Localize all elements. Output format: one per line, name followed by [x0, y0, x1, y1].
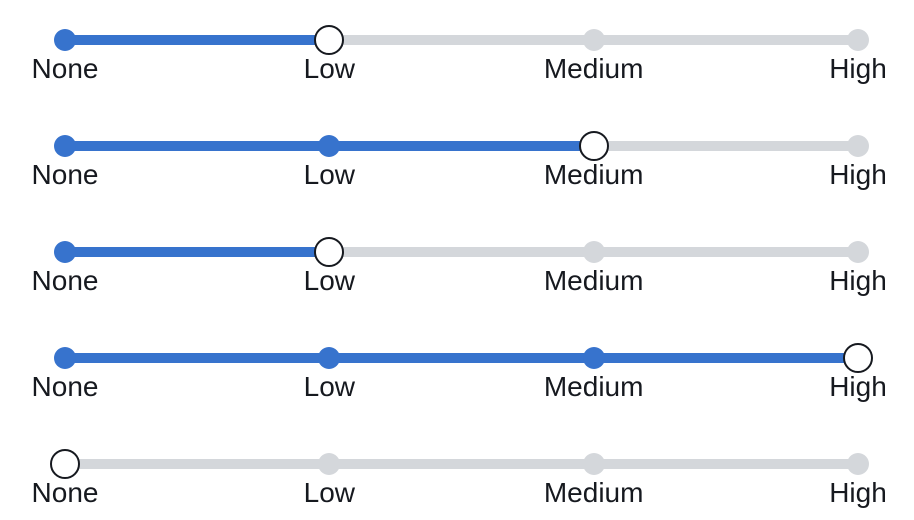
slider-label-high: High	[829, 371, 887, 402]
slider-label-low: Low	[303, 371, 356, 402]
slider-label-high: High	[829, 477, 887, 508]
slider-row-slider-5: None Low Medium High	[0, 424, 914, 520]
slider-handle[interactable]	[578, 131, 609, 161]
slider-label-medium: Medium	[543, 477, 644, 508]
slider-label-none: None	[31, 53, 99, 84]
slider-stop-dot-high[interactable]	[847, 29, 869, 51]
slider-row-slider-3: None Low Medium High	[0, 212, 914, 318]
slider-stop-dot-none[interactable]	[54, 347, 76, 369]
slider-label-none: None	[31, 159, 99, 190]
slider-stop-dot-none[interactable]	[54, 135, 76, 157]
slider-label-high: High	[829, 53, 887, 84]
slider-label-high: High	[829, 159, 887, 190]
slider-labels: None Low Medium High	[32, 477, 887, 513]
slider-stop-dot-low[interactable]	[318, 135, 341, 157]
slider-row-slider-1: None Low Medium High	[0, 0, 914, 106]
slider-label-none: None	[31, 371, 99, 402]
slider-handle[interactable]	[314, 237, 345, 267]
slider-stop-dot-medium[interactable]	[582, 29, 605, 51]
slider-handle[interactable]	[843, 343, 873, 373]
slider-label-high: High	[829, 265, 887, 296]
slider-track-fill	[60, 247, 330, 257]
slider-stop-dot-high[interactable]	[847, 453, 869, 475]
slider-handle[interactable]	[50, 449, 80, 479]
slider-track-background	[60, 35, 863, 45]
slider-stop-dot-medium[interactable]	[582, 241, 605, 263]
slider-label-low: Low	[303, 159, 356, 190]
slider-track-fill	[60, 353, 858, 363]
slider-stop-dot-none[interactable]	[54, 241, 76, 263]
slider-label-low: Low	[303, 265, 356, 296]
slider-row-slider-2: None Low Medium High	[0, 106, 914, 212]
slider-stop-dot-none[interactable]	[54, 29, 76, 51]
slider-stop-dot-high[interactable]	[847, 135, 869, 157]
slider-stop-dot-medium[interactable]	[582, 453, 605, 475]
slider-row-slider-4: None Low Medium High	[0, 318, 914, 424]
slider-labels: None Low Medium High	[32, 265, 887, 301]
slider-label-none: None	[31, 265, 99, 296]
slider-label-low: Low	[303, 477, 356, 508]
slider-stop-dot-low[interactable]	[318, 453, 341, 475]
slider-label-medium: Medium	[543, 159, 644, 190]
slider-handle[interactable]	[314, 25, 345, 55]
slider-track-background	[60, 247, 863, 257]
slider-stop-dot-medium[interactable]	[582, 347, 605, 369]
slider-stop-dot-low[interactable]	[318, 347, 341, 369]
slider-labels: None Low Medium High	[32, 53, 887, 89]
slider-track-background	[60, 459, 863, 469]
slider-label-medium: Medium	[543, 265, 644, 296]
slider-labels: None Low Medium High	[32, 159, 887, 195]
slider-label-none: None	[31, 477, 99, 508]
slider-stop-dot-high[interactable]	[847, 241, 869, 263]
slider-labels: None Low Medium High	[32, 371, 887, 407]
slider-label-low: Low	[303, 53, 356, 84]
slider-track-fill	[60, 35, 330, 45]
slider-label-medium: Medium	[543, 371, 644, 402]
slider-label-medium: Medium	[543, 53, 644, 84]
